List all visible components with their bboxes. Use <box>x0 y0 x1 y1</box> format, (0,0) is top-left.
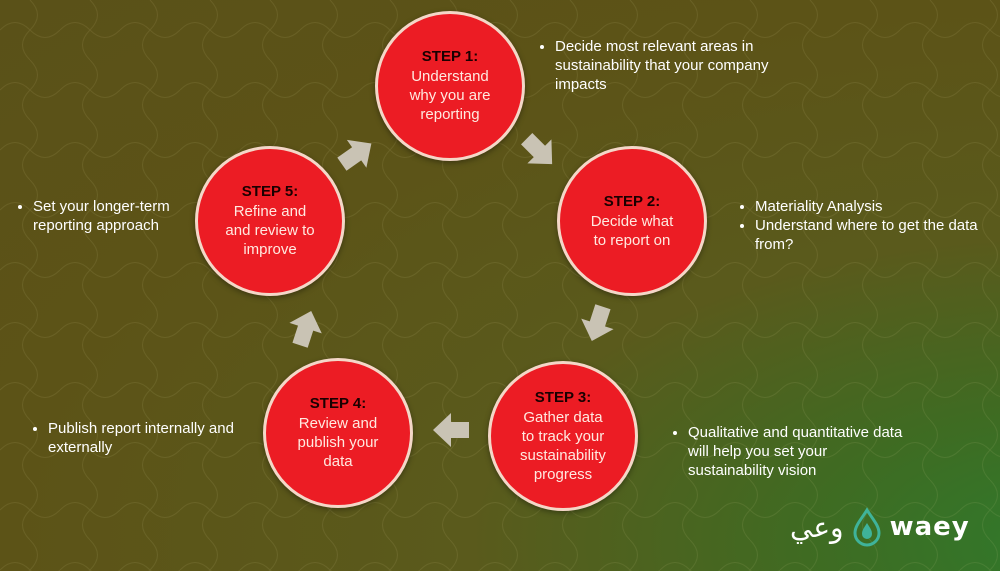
logo-latin-text: waey <box>889 512 970 542</box>
step-4-title: STEP 4: <box>309 395 367 412</box>
step-5-note: Set your longer-term reporting approach <box>33 197 213 235</box>
step-5-notes: Set your longer-term reporting approach <box>11 197 213 235</box>
step-1-note: Decide most relevant areas in sustainabi… <box>555 37 820 94</box>
water-drop-icon <box>853 507 881 547</box>
logo-arabic-text: وعي <box>790 510 844 544</box>
step-3-notes: Qualitative and quantitative data will h… <box>666 423 913 480</box>
step-1-circle: STEP 1: Understand why you are reporting <box>375 11 525 161</box>
step-3-circle: STEP 3: Gather data to track your sustai… <box>488 361 638 511</box>
step-2-note-1: Materiality Analysis <box>755 197 980 216</box>
arrow-step1-to-step2-icon <box>521 133 553 165</box>
step-4-notes: Publish report internally and externally <box>26 419 253 457</box>
step-2-title: STEP 2: <box>603 192 661 210</box>
step-4-note: Publish report internally and externally <box>48 419 253 457</box>
step-5-circle: STEP 5: Refine and and review to improve <box>195 146 345 296</box>
waey-logo: وعي waey <box>790 507 970 547</box>
step-2-notes: Materiality Analysis Understand where to… <box>733 197 980 254</box>
arrow-step3-to-step4-icon <box>433 413 469 447</box>
step-5-text: Refine and and review to improve <box>225 203 315 258</box>
step-3-note: Qualitative and quantitative data will h… <box>688 423 913 480</box>
step-4-circle: STEP 4: Review and publish your data <box>263 358 413 508</box>
step-2-circle: STEP 2: Decide what to report on <box>557 146 707 296</box>
step-2-text: Decide what to report on <box>590 212 674 249</box>
step-4-text: Review and publish your data <box>297 415 379 470</box>
step-1-title: STEP 1: <box>421 48 479 65</box>
step-1-text: Understand why you are reporting <box>409 68 491 123</box>
step-3-text: Gather data to track your sustainability… <box>520 408 606 483</box>
step-2-note-2: Understand where to get the data from? <box>755 216 980 254</box>
step-1-notes: Decide most relevant areas in sustainabi… <box>533 37 820 94</box>
step-5-title: STEP 5: <box>241 183 299 200</box>
arrow-step4-to-step5-icon <box>289 310 322 348</box>
arrow-step5-to-step1-icon <box>337 139 372 171</box>
step-3-title: STEP 3: <box>534 388 592 406</box>
arrow-step2-to-step3-icon <box>581 304 614 342</box>
